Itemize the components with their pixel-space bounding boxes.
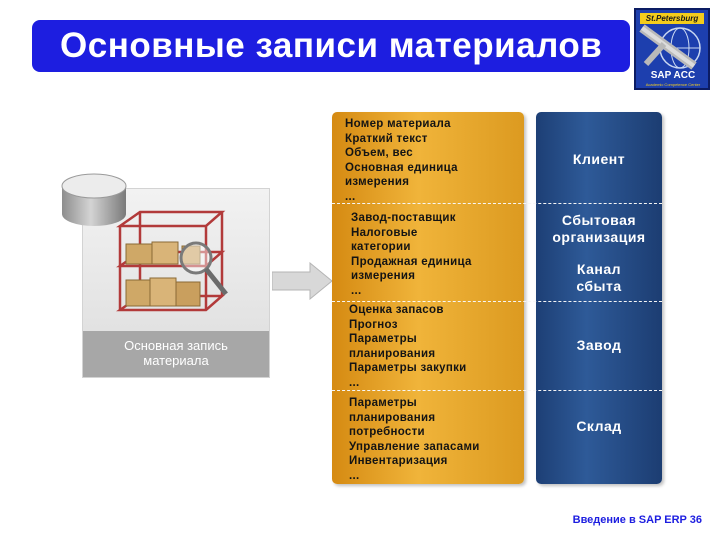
data-item: Завод-поставщик	[351, 212, 456, 224]
data-item: Продажная единица	[351, 255, 472, 268]
org-level-channel: Канал сбыта	[536, 261, 662, 295]
org-level-storage: Склад	[576, 418, 622, 434]
data-item: Краткий текст	[345, 132, 428, 145]
org-levels-column	[536, 112, 662, 484]
data-item: ...	[345, 190, 356, 203]
caption-line: Основная запись	[124, 338, 228, 353]
material-master-caption: Основная запись материала	[83, 331, 269, 377]
data-item: ...	[351, 284, 362, 297]
section-storage-data: Параметры планирования потребности Управ…	[349, 396, 480, 484]
material-data-column	[332, 112, 524, 484]
arrow-right-icon	[272, 262, 333, 300]
data-item: Налоговые	[351, 226, 418, 239]
data-item: Управление запасами	[349, 440, 480, 453]
slide-title: Основные записи материалов	[60, 26, 603, 65]
data-item: планирования	[349, 411, 436, 424]
org-level-line: Сбытовая	[561, 212, 637, 228]
org-level-client: Клиент	[572, 151, 626, 167]
org-level-line: организация	[552, 229, 646, 245]
section-divider	[332, 301, 662, 302]
title-bar: Основные записи материалов	[32, 20, 630, 72]
data-item: ...	[349, 376, 360, 389]
data-item: Номер материала	[345, 118, 451, 130]
data-item: планирования	[349, 347, 436, 360]
section-divider	[332, 203, 662, 204]
slide-footer: Введение в SAP ERP 36	[572, 514, 702, 526]
data-item: Инвентаризация	[349, 455, 448, 468]
data-item: Оценка запасов	[349, 304, 444, 316]
section-sales-data: Завод-поставщик Налоговые категории Прод…	[351, 211, 472, 299]
data-item: измерения	[351, 270, 416, 283]
logo-city: St.Petersburg	[640, 13, 704, 24]
data-item: Параметры	[349, 397, 418, 409]
org-level-line: сбыта	[576, 278, 622, 294]
logo-name: SAP ACC	[650, 70, 696, 81]
data-item: ...	[349, 469, 360, 482]
org-level-line: Канал	[576, 261, 622, 277]
database-icon	[61, 173, 127, 226]
data-item: потребности	[349, 426, 425, 439]
section-plant-data: Оценка запасов Прогноз Параметры планиро…	[349, 303, 467, 391]
section-divider	[332, 390, 662, 391]
caption-line: материала	[143, 353, 209, 368]
data-item: Прогноз	[349, 318, 398, 331]
data-item: Объем, вес	[345, 147, 413, 160]
org-level-sales-org: Сбытовая организация	[536, 212, 662, 246]
section-client-data: Номер материала Краткий текст Объем, вес…	[345, 117, 458, 205]
data-item: Параметры	[349, 333, 418, 346]
data-item: Параметры закупки	[349, 362, 467, 375]
warehouse-shelf-icon	[116, 210, 228, 312]
data-item: категории	[351, 241, 411, 254]
sap-acc-logo: St.Petersburg SAP ACC Academic Competenc…	[634, 8, 710, 90]
data-item: Основная единица	[345, 161, 458, 174]
logo-subtitle: Academic Competence Center	[645, 82, 701, 87]
globe-icon	[639, 24, 701, 70]
data-item: измерения	[345, 176, 410, 189]
org-level-plant: Завод	[576, 337, 622, 353]
